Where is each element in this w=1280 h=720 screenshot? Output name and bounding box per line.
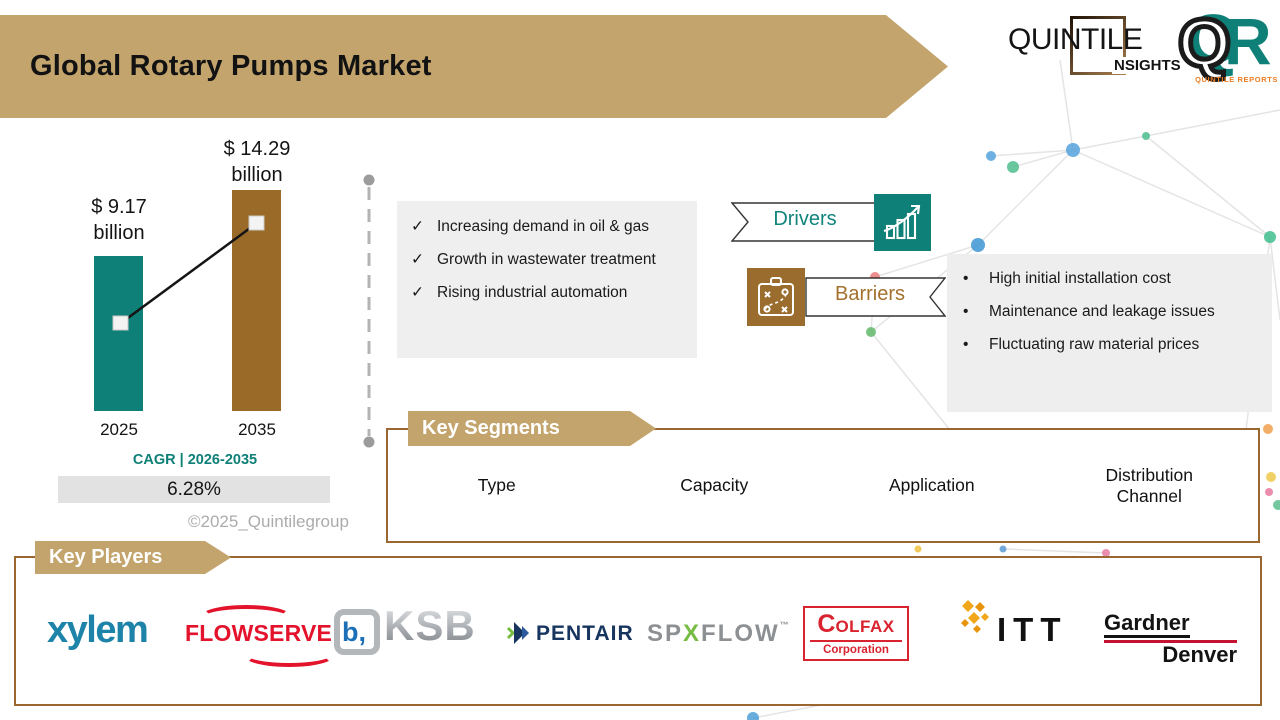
quintile-wordmark-sub: NSIGHTS xyxy=(1112,57,1183,74)
bar-value-label-2025: $ 9.17 billion xyxy=(91,196,147,244)
cagr-value-pill: 6.28% xyxy=(58,476,330,503)
key-players-box xyxy=(14,556,1262,706)
barriers-list-box: •High initial installation cost •Mainten… xyxy=(947,254,1272,412)
ksb-logo: KSB xyxy=(384,602,476,649)
colfax-logo: COLFAX Corporation xyxy=(803,606,909,661)
gardner-red-line xyxy=(1104,640,1237,643)
segment-application: Application xyxy=(888,475,975,495)
quintile-wordmark: QUINTILE xyxy=(1008,23,1143,56)
driver-item: ✓Increasing demand in oil & gas xyxy=(411,218,649,235)
key-players-title: Key Players xyxy=(49,546,163,568)
segment-capacity: Capacity xyxy=(680,475,749,495)
quintile-insights-logo: QUINTILE NSIGHTS xyxy=(1008,14,1183,88)
header-banner: Global Rotary Pumps Market xyxy=(0,15,948,118)
bullet-icon: • xyxy=(963,335,969,353)
drivers-ribbon xyxy=(731,202,877,242)
xylem-logo: xylem xyxy=(47,609,149,651)
qr-q-shadow: Q xyxy=(1186,0,1241,78)
itt-icon xyxy=(961,600,989,633)
segment-type: Type xyxy=(477,475,516,495)
gardner-denver-logo: Gardner Denver xyxy=(1104,610,1237,667)
barriers-title: Barriers xyxy=(834,283,905,305)
bar-2025 xyxy=(94,256,143,411)
drivers-list-box: ✓Increasing demand in oil & gas ✓Growth … xyxy=(397,201,697,358)
quintile-reports-logo: Q R Q QUINTILE REPORTS xyxy=(1176,0,1278,88)
check-icon: ✓ xyxy=(411,250,424,268)
key-segments-box: Type Capacity Application Distribution C… xyxy=(386,428,1260,543)
ksb-icon: b, xyxy=(334,609,380,655)
bar-category-2025: 2025 xyxy=(100,420,138,439)
check-icon: ✓ xyxy=(411,218,424,235)
cagr-label: CAGR | 2026-2035 xyxy=(132,452,258,468)
qr-q-letter: Q xyxy=(1176,5,1234,81)
pentair-icon xyxy=(506,622,529,644)
flowserve-arc-top xyxy=(200,605,292,629)
spxflow-logo: SPXFLOW™ xyxy=(647,620,789,647)
pentair-logo: PENTAIR xyxy=(536,622,634,645)
itt-logo: ITT xyxy=(997,611,1068,648)
flowserve-logo: FLOWSERVE xyxy=(185,620,333,646)
flowserve-arc-bottom xyxy=(243,643,335,667)
barrier-item: •Fluctuating raw material prices xyxy=(963,335,1200,353)
bar-category-2035: 2035 xyxy=(238,420,276,439)
cagr-value: 6.28% xyxy=(167,478,221,500)
check-icon: ✓ xyxy=(411,283,424,301)
qr-caption: QUINTILE REPORTS xyxy=(1195,75,1278,84)
copyright-text: ©2025_Quintilegroup xyxy=(188,512,349,531)
barrier-item: •High initial installation cost xyxy=(963,270,1171,287)
driver-item: ✓Rising industrial automation xyxy=(411,283,628,301)
bar-2035 xyxy=(232,190,281,411)
bar-value-label-2035: $ 14.29 billion xyxy=(223,138,291,186)
bullet-icon: • xyxy=(963,270,969,287)
drivers-title: Drivers xyxy=(773,208,837,230)
driver-item: ✓Growth in wastewater treatment xyxy=(411,250,656,268)
strategy-clipboard-icon xyxy=(747,268,805,326)
barrier-item: •Maintenance and leakage issues xyxy=(963,302,1215,320)
segment-distribution-channel: Distribution Channel xyxy=(1105,464,1194,506)
qr-r-letter: R xyxy=(1224,4,1272,78)
bullet-icon: • xyxy=(963,302,969,320)
page-title: Global Rotary Pumps Market xyxy=(30,50,432,82)
key-segments-banner: Key Segments xyxy=(408,411,656,446)
key-segments-title: Key Segments xyxy=(422,417,560,439)
growth-chart-icon xyxy=(874,194,931,251)
key-players-banner: Key Players xyxy=(35,541,231,574)
